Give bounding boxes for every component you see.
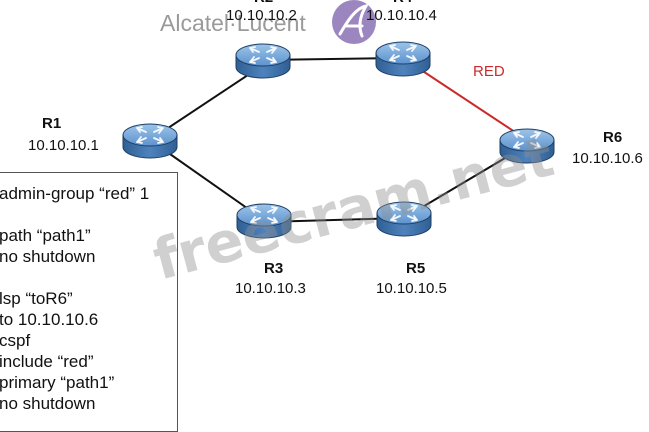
config-box: admin-group “red” 1 path “path1” no shut… [0,172,178,432]
config-line: cspf [0,331,31,350]
router-icon [235,43,291,79]
router-r6[interactable] [499,128,555,164]
router-address-r4: 10.10.10.4 [366,7,437,24]
router-name-r4: R4 [393,0,413,6]
config-line: no shutdown [0,247,96,266]
config-line: path “path1” [0,226,91,245]
router-r2[interactable] [235,43,291,79]
logo-swoosh-icon [338,3,370,38]
router-address-r2: 10.10.10.2 [226,7,297,24]
config-line: admin-group “red” 1 [0,184,150,203]
router-r3[interactable] [236,203,292,239]
router-icon [499,128,555,164]
router-address-r3: 10.10.10.3 [235,280,306,297]
config-line: no shutdown [0,394,96,413]
router-icon [122,123,178,159]
alcatel-lucent-logo: Alcatel·Lucent [160,0,376,44]
router-name-r1: R1 [42,115,61,132]
router-name-r6: R6 [603,129,622,146]
links-layer [149,57,528,223]
router-icon [375,41,431,77]
config-line: to 10.10.10.6 [0,310,99,329]
router-r5[interactable] [376,201,432,237]
logo-text: Alcatel·Lucent [160,10,306,36]
router-address-r5: 10.10.10.5 [376,280,447,297]
config-line: include “red” [0,352,94,371]
router-r4[interactable] [375,41,431,77]
router-icon [376,201,432,237]
config-line: primary “path1” [0,373,115,392]
router-address-r6: 10.10.10.6 [572,150,643,167]
config-line: lsp “toR6” [0,289,73,308]
router-address-r1: 10.10.10.1 [28,137,99,154]
router-r1[interactable] [122,123,178,159]
router-name-r3: R3 [264,260,283,277]
router-icon [236,203,292,239]
router-name-r5: R5 [406,260,425,277]
router-name-r2: R2 [254,0,273,6]
link-label-red: RED [473,63,505,80]
